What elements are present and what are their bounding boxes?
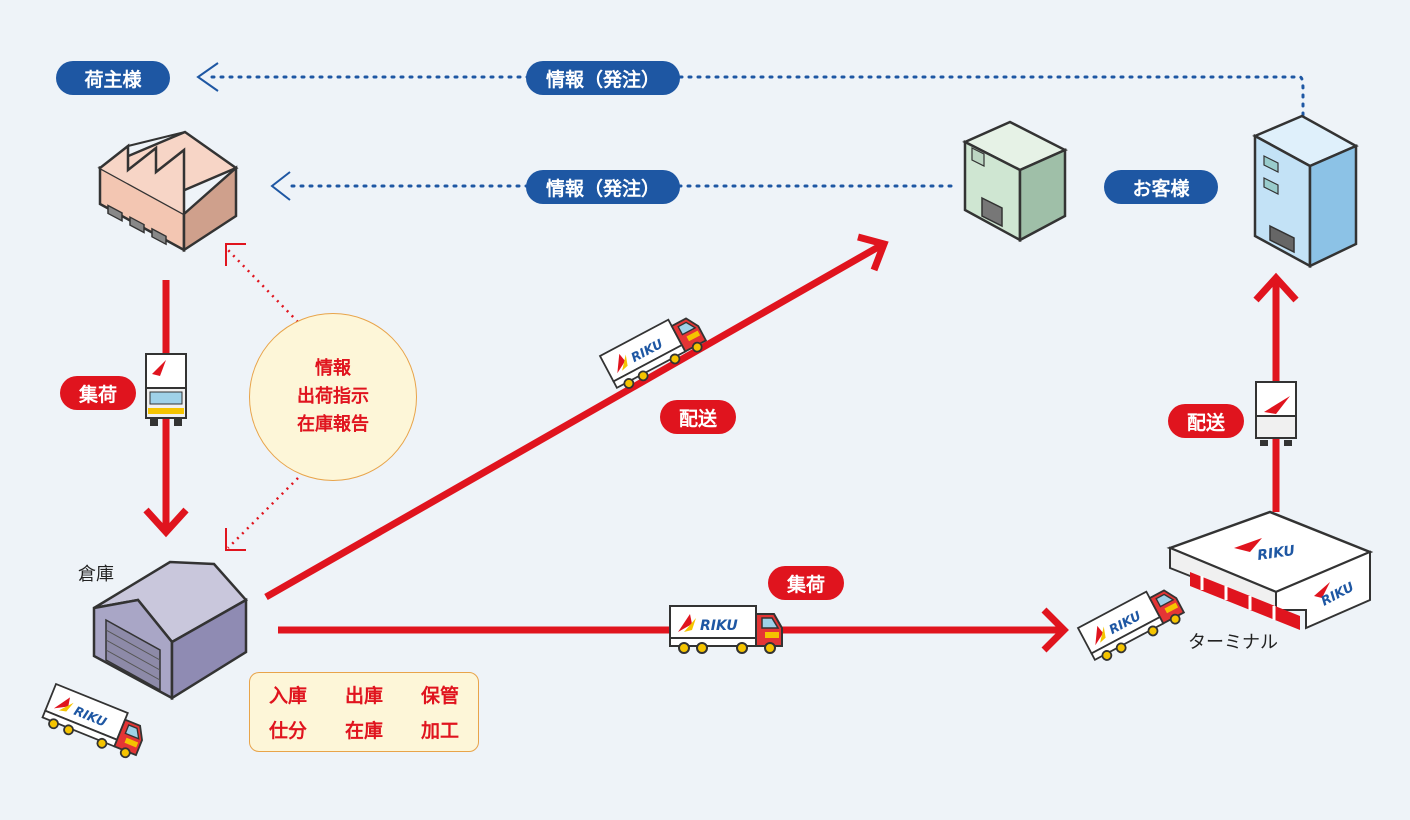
pickup-label-bottom: 集荷 xyxy=(768,566,844,600)
info-line-middle xyxy=(270,171,954,201)
truck-icon-bottom-center xyxy=(669,605,783,654)
terminal-icon: RIKU RIKU xyxy=(1166,510,1374,630)
operation-item: 入庫 xyxy=(268,685,307,707)
delivery-label-right: 配送 xyxy=(1168,404,1244,438)
warehouse-label: 倉庫 xyxy=(78,564,114,585)
truck-front-icon-right xyxy=(1255,381,1297,446)
warehouse-operations-box: 入庫 出庫 保管 仕分 在庫 加工 xyxy=(249,672,479,752)
operation-item: 出庫 xyxy=(344,685,383,707)
info-circle-line: 情報 xyxy=(315,358,351,379)
info-circle-line: 在庫報告 xyxy=(297,414,369,435)
info-circle-line: 出荷指示 xyxy=(297,386,369,407)
operation-item: 仕分 xyxy=(268,720,307,742)
delivery-label-diagonal: 配送 xyxy=(660,400,736,434)
info-circle: 情報 出荷指示 在庫報告 xyxy=(249,313,417,481)
info-order-label-middle: 情報（発注） xyxy=(526,170,680,204)
info-order-label-top: 情報（発注） xyxy=(526,61,680,95)
terminal-label: ターミナル xyxy=(1188,632,1278,653)
truck-icon-terminal xyxy=(1077,579,1188,667)
flow-delivery-diagonal-arrow xyxy=(264,233,889,601)
operation-item: 保管 xyxy=(420,685,459,707)
truck-front-icon-left xyxy=(145,353,187,426)
customer-label: お客様 xyxy=(1104,170,1218,204)
customer-building-icon xyxy=(1252,114,1359,269)
factory-icon xyxy=(97,130,239,253)
shipper-label: 荷主様 xyxy=(56,61,170,95)
customer-store-icon xyxy=(962,120,1068,243)
pickup-label-left: 集荷 xyxy=(60,376,136,410)
operation-item: 加工 xyxy=(420,720,459,742)
truck-icon-warehouse xyxy=(39,683,151,762)
operation-item: 在庫 xyxy=(344,720,383,742)
warehouse-icon xyxy=(92,560,248,701)
info-line-top xyxy=(196,62,1305,117)
info-circle-connectors xyxy=(225,243,299,551)
svg-text:RIKU: RIKU xyxy=(1256,543,1296,564)
